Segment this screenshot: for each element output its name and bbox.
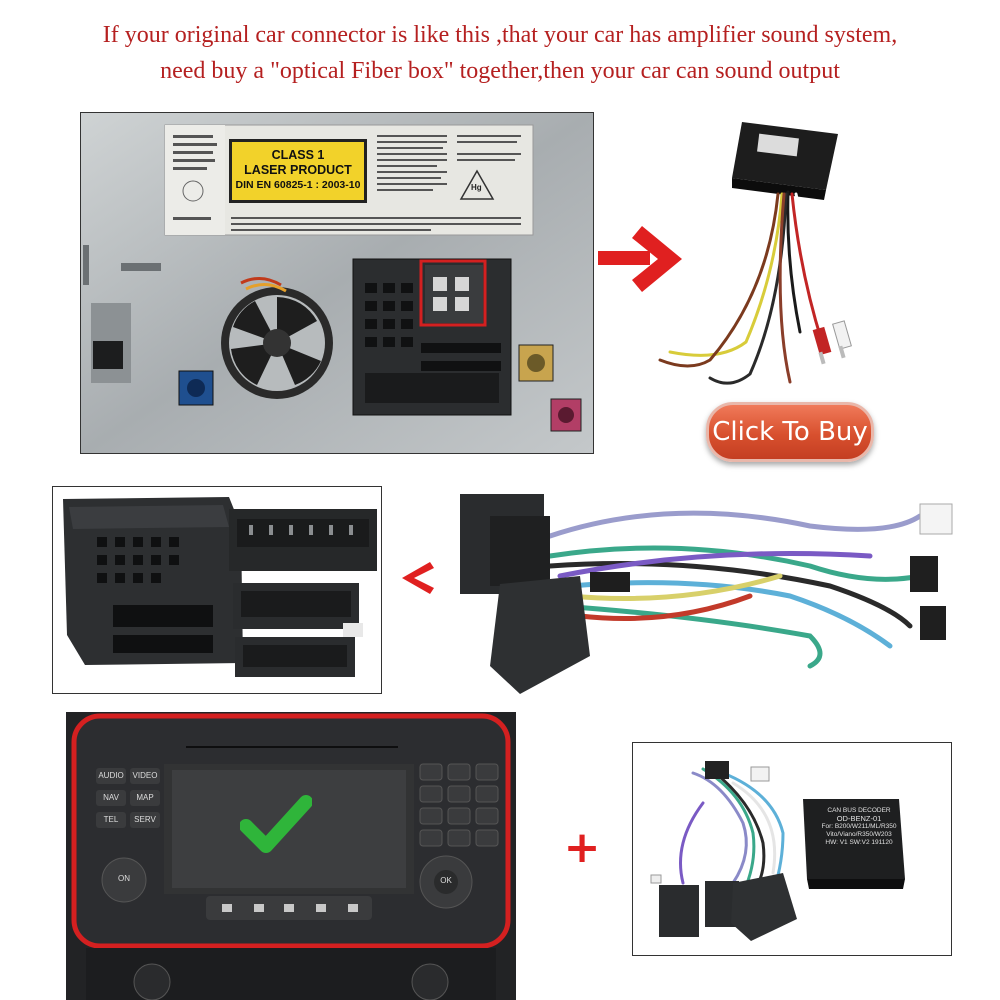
left-arrow-icon (402, 562, 434, 594)
decoder-label-line-4: Vito/Viano/R350/W203 (826, 831, 892, 838)
tel-button[interactable]: TEL (96, 812, 126, 828)
ok-button[interactable]: OK (440, 876, 452, 885)
map-button[interactable]: MAP (130, 790, 160, 806)
plus-icon: + (563, 822, 601, 873)
installed-head-unit-photo: AUDIO VIDEO NAV MAP TEL SERV ON OK (66, 712, 516, 1000)
video-button[interactable]: VIDEO (130, 768, 160, 784)
harness-decoder-illustration (650, 761, 905, 941)
headline-line-2: need buy a "optical Fiber box" together,… (160, 58, 840, 84)
dashboard-illustration (66, 712, 516, 1000)
decoder-label-line-3: For: B200/W211/ML/R350 (821, 823, 897, 830)
nav-button[interactable]: NAV (96, 790, 126, 806)
decoder-label: CAN BUS DECODER OD-BENZ-01 For: B200/W21… (815, 807, 903, 847)
harness-connector-closeup (52, 486, 382, 694)
headline-line-1: If your original car connector is like t… (102, 22, 898, 48)
connector-closeup-illustration (63, 497, 377, 677)
laser-label-line-2: LASER PRODUCT (244, 163, 352, 177)
laser-label-line-1: CLASS 1 (271, 148, 325, 162)
checkmark-icon (240, 795, 312, 853)
serv-button[interactable]: SERV (130, 812, 160, 828)
original-connector-photo: CLASS 1 LASER PRODUCT DIN EN 60825-1 : 2… (80, 112, 594, 454)
audio-button[interactable]: AUDIO (96, 768, 126, 784)
optical-fiber-box-photo (658, 122, 852, 385)
laser-product-label: CLASS 1 LASER PRODUCT DIN EN 60825-1 : 2… (229, 139, 367, 203)
harness-and-decoder-photo: CAN BUS DECODER OD-BENZ-01 For: B200/W21… (632, 742, 952, 956)
power-on-button[interactable]: ON (118, 874, 130, 883)
mercury-warning-symbol: Hg (471, 183, 482, 192)
decoder-label-line-2: OD-BENZ-01 (836, 814, 882, 823)
decoder-label-line-1: CAN BUS DECODER (827, 807, 891, 814)
right-arrow-icon (598, 226, 682, 292)
wiring-harness-photo (460, 494, 953, 694)
laser-label-line-3: DIN EN 60825-1 : 2003-10 (235, 179, 361, 191)
decoder-label-line-5: HW: V1 SW:V2 191120 (825, 839, 893, 846)
click-to-buy-button[interactable]: Click To Buy (706, 402, 874, 462)
